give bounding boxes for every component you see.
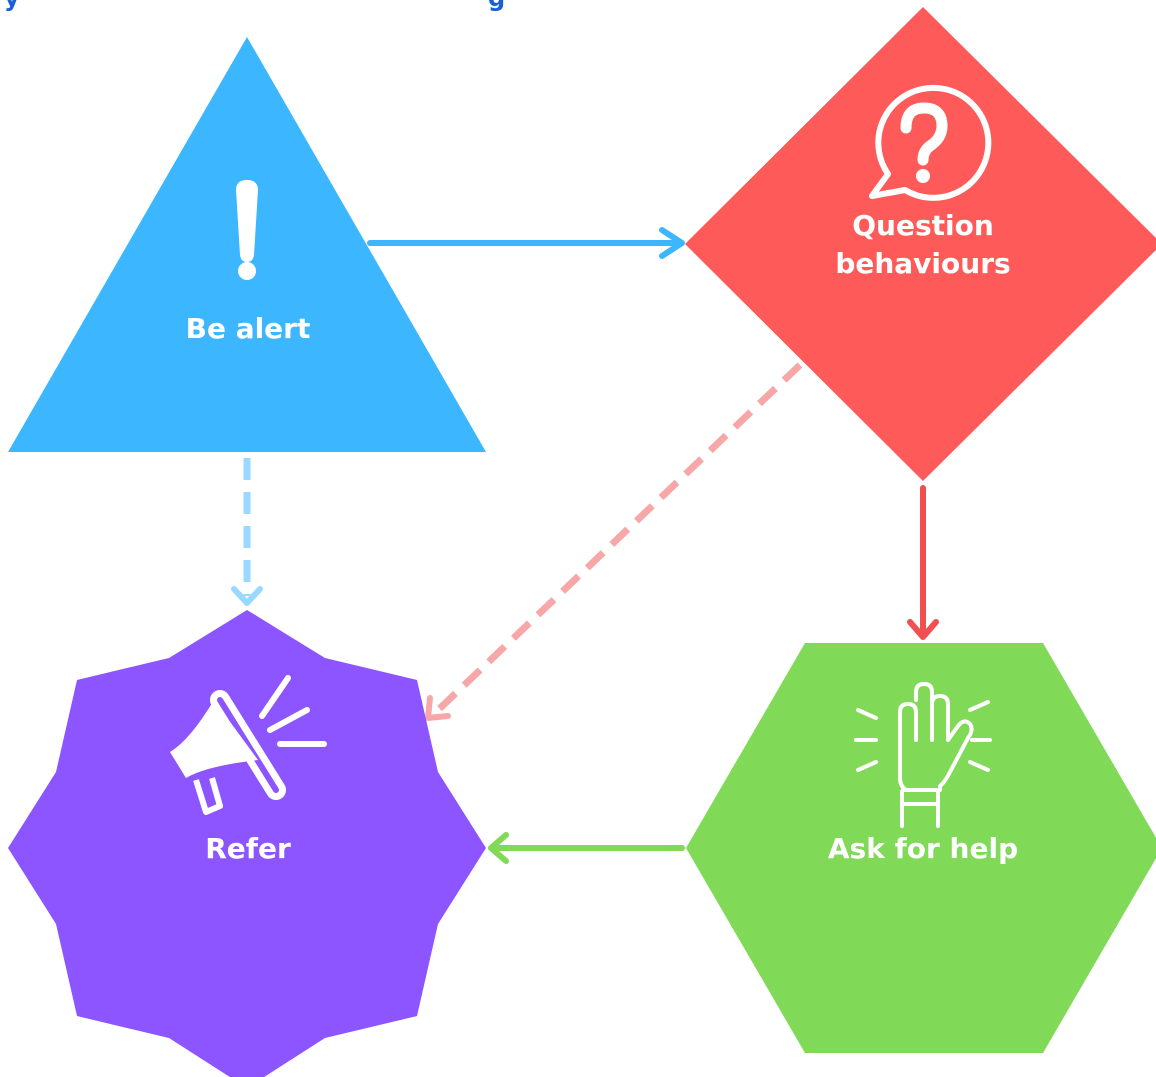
exclamation-icon <box>236 180 258 280</box>
node-question-behaviours: Question behaviours <box>685 7 1156 481</box>
question-bubble-icon <box>869 84 992 201</box>
raised-hand-icon <box>854 682 992 828</box>
node-be-alert: Be alert <box>8 37 486 452</box>
edge-help-to-refer <box>488 832 685 864</box>
star-polygon-shape <box>8 610 486 1077</box>
diamond-shape <box>685 7 1156 481</box>
header-text-tail: g <box>488 0 505 12</box>
edge-alert-to-refer <box>231 458 263 606</box>
node-refer: Refer <box>8 610 486 1077</box>
header-text: y <box>4 0 20 12</box>
node-label: Ask for help <box>828 832 1018 865</box>
edge-alert-to-question <box>367 227 685 259</box>
edge-question-to-help <box>907 485 939 640</box>
node-label-line1: Question <box>852 209 994 242</box>
node-label-line2: behaviours <box>835 247 1010 280</box>
hexagon-shape <box>686 643 1156 1053</box>
node-label: Refer <box>205 832 291 865</box>
megaphone-icon <box>170 675 327 815</box>
node-label: Be alert <box>186 312 311 345</box>
node-ask-for-help: Ask for help <box>686 643 1156 1053</box>
edge-question-to-refer <box>425 362 803 721</box>
